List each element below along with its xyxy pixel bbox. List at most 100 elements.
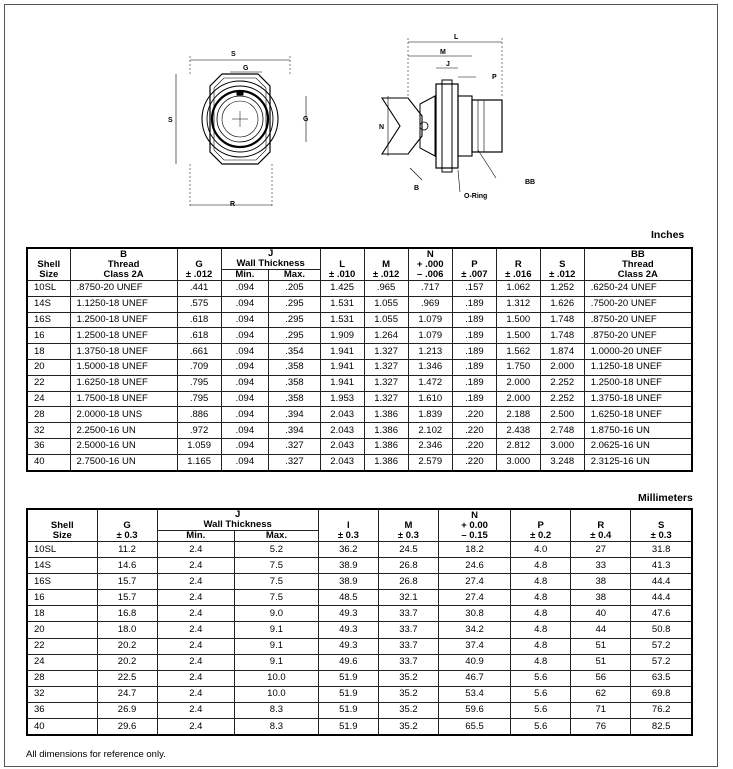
mm-cell: 40 — [26, 718, 98, 736]
inches-cell: .965 — [363, 280, 409, 297]
mm-cell: 69.8 — [630, 685, 693, 703]
inches-cell: .220 — [451, 453, 497, 472]
inches-cell: .094 — [220, 406, 270, 424]
mm-cell: 8.3 — [234, 701, 319, 720]
mm-cell: 4.8 — [510, 605, 572, 623]
inches-cell: .094 — [220, 437, 270, 455]
inches-cell: 40 — [26, 453, 71, 472]
inches-cell: 1.327 — [363, 374, 409, 392]
inches-cell: 1.2500-18 UNEF — [583, 374, 693, 392]
inches-cell: 2.5000-16 UN — [69, 437, 178, 455]
inches-cell: 2.346 — [407, 437, 453, 455]
mm-cell: 40.9 — [437, 653, 512, 671]
col-g: G± .012 — [176, 247, 222, 281]
inches-cell: .094 — [220, 343, 270, 360]
inches-cell: 1.562 — [495, 343, 541, 360]
mm-cell: 24.5 — [377, 540, 439, 559]
inches-cell: 1.748 — [539, 327, 585, 345]
mm-cell: 34.2 — [437, 621, 512, 639]
mm-cell: 46.7 — [437, 669, 512, 687]
inches-cell: .7500-20 UNEF — [583, 295, 693, 313]
mm-cell: 38.9 — [317, 573, 379, 591]
mm-cell: 14S — [26, 557, 98, 575]
inches-cell: .094 — [220, 422, 270, 439]
inches-cell: 1.531 — [319, 311, 365, 329]
inches-cell: .358 — [268, 390, 321, 408]
mm-col-g: G± 0.3 — [96, 508, 158, 542]
inches-cell: .575 — [176, 295, 222, 313]
mm-col-m: M± 0.3 — [377, 508, 439, 542]
inches-cell: 1.5000-18 UNEF — [69, 358, 178, 376]
inches-cell: 1.8750-16 UN — [583, 422, 693, 439]
mm-cell: 2.4 — [156, 653, 236, 671]
mm-cell: 18.2 — [437, 540, 512, 559]
inches-cell: .094 — [220, 311, 270, 329]
side-label-p: P — [492, 74, 497, 81]
inches-cell: 32 — [26, 422, 71, 439]
mm-cell: 76.2 — [630, 701, 693, 720]
inches-cell: .661 — [176, 343, 222, 360]
mm-cell: 14.6 — [96, 557, 158, 575]
mm-cell: 20 — [26, 621, 98, 639]
mm-cell: 49.3 — [317, 605, 379, 623]
mm-cell: 37.4 — [437, 637, 512, 655]
front-label-g-right: G — [303, 116, 309, 123]
inches-cell: 2.3125-16 UN — [583, 453, 693, 472]
mm-cell: 26.8 — [377, 573, 439, 591]
mm-cell: 2.4 — [156, 621, 236, 639]
mm-cell: 27 — [570, 540, 632, 559]
inches-cell: 1.531 — [319, 295, 365, 313]
mm-cell: 5.6 — [510, 718, 572, 736]
mm-cell: 2.4 — [156, 589, 236, 607]
inches-cell: 1.6250-18 UNEF — [583, 406, 693, 424]
inches-cell: 2.188 — [495, 406, 541, 424]
mm-cell: 5.6 — [510, 685, 572, 703]
mm-cell: 4.8 — [510, 589, 572, 607]
mm-cell: 33.7 — [377, 605, 439, 623]
inches-cell: .205 — [268, 280, 321, 297]
inches-cell: .220 — [451, 406, 497, 424]
mm-cell: 4.8 — [510, 573, 572, 591]
mm-cell: 51.9 — [317, 718, 379, 736]
mm-cell: 31.8 — [630, 540, 693, 559]
mm-cell: 63.5 — [630, 669, 693, 687]
inches-cell: .6250-24 UNEF — [583, 280, 693, 297]
inches-cell: .189 — [451, 390, 497, 408]
inches-cell: 2.252 — [539, 390, 585, 408]
mm-col-l: l± 0.3 — [317, 508, 379, 542]
inches-cell: 1.062 — [495, 280, 541, 297]
mm-cell: 18.0 — [96, 621, 158, 639]
mm-col-s: S± 0.3 — [630, 508, 693, 542]
front-label-s-left: S — [168, 117, 173, 124]
col-s: S± .012 — [539, 247, 585, 281]
mm-cell: 51 — [570, 653, 632, 671]
mm-cell: 49.3 — [317, 637, 379, 655]
mm-cell: 40 — [570, 605, 632, 623]
mm-cell: 49.6 — [317, 653, 379, 671]
inches-cell: .220 — [451, 437, 497, 455]
inches-cell: 1.941 — [319, 358, 365, 376]
inches-cell: 1.1250-18 UNEF — [583, 358, 693, 376]
inches-cell: .157 — [451, 280, 497, 297]
inches-cell: 1.312 — [495, 295, 541, 313]
col-j-min: Min. — [220, 269, 270, 281]
inches-cell: 1.2500-18 UNEF — [69, 327, 178, 345]
inches-cell: 1.055 — [363, 311, 409, 329]
side-label-n: N — [379, 124, 384, 131]
mm-cell: 10.0 — [234, 685, 319, 703]
mm-cell: 35.2 — [377, 685, 439, 703]
inches-cell: 20 — [26, 358, 71, 376]
mm-cell: 26.8 — [377, 557, 439, 575]
inches-cell: .295 — [268, 295, 321, 313]
inches-cell: 3.000 — [495, 453, 541, 472]
